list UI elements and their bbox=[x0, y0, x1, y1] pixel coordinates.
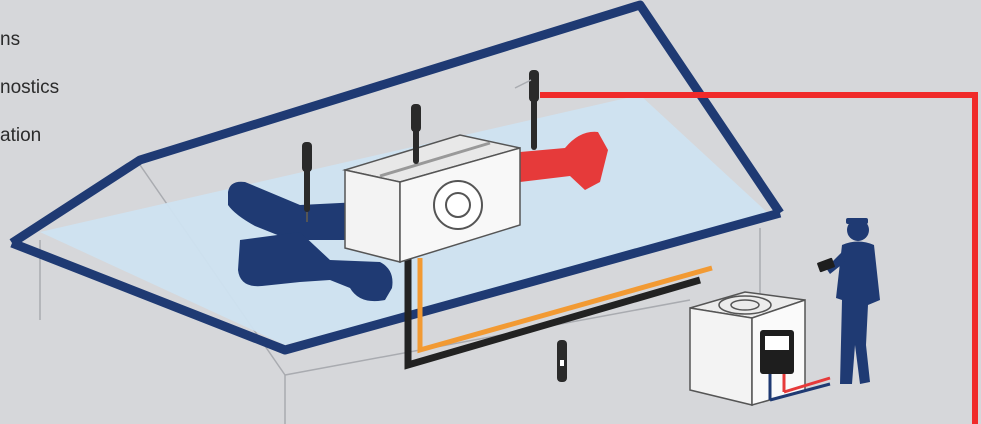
menu-item-2[interactable]: nostics bbox=[0, 77, 60, 98]
temperature-probe-icon[interactable] bbox=[302, 142, 312, 222]
temperature-probe-icon[interactable] bbox=[514, 70, 539, 150]
suction-line bbox=[404, 258, 701, 370]
temperature-probe-icon[interactable] bbox=[411, 104, 421, 164]
manifold-gauge-icon[interactable] bbox=[760, 330, 831, 402]
supply-line bbox=[540, 92, 978, 424]
temperature-probe-icon[interactable] bbox=[557, 340, 567, 382]
technician-with-tablet-icon bbox=[817, 218, 880, 384]
supply-duct bbox=[520, 131, 608, 190]
menu-item-1[interactable]: ns bbox=[0, 29, 21, 50]
roof-outline bbox=[9, 0, 784, 355]
air-handler-icon bbox=[342, 134, 521, 264]
blower-fan-icon bbox=[433, 180, 483, 230]
liquid-line bbox=[417, 258, 713, 354]
return-duct bbox=[228, 181, 393, 302]
menu-item-3[interactable]: ation bbox=[0, 125, 42, 146]
